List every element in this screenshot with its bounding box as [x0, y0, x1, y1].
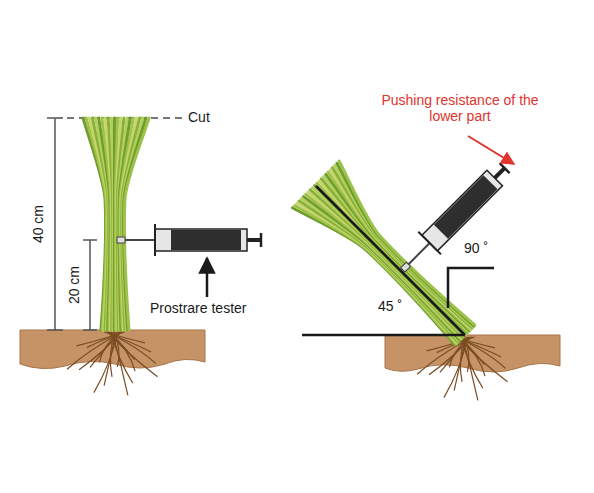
stem [310, 187, 463, 340]
cut-label: Cut [188, 109, 210, 125]
stem [124, 118, 149, 330]
angle-label: 90 ˚ [464, 240, 488, 256]
tilt-line [316, 186, 465, 335]
root [76, 332, 124, 346]
stem [105, 118, 112, 330]
roots [67, 332, 157, 395]
stem [320, 165, 484, 329]
right-angle-mark [448, 268, 494, 308]
angle-label: 45 ˚ [378, 298, 402, 314]
stem [308, 187, 463, 342]
pointer-arrow [206, 258, 209, 297]
dimension-label: 20 cm [66, 266, 82, 304]
tester [117, 224, 261, 256]
left-plant [83, 118, 261, 330]
push-arrow [468, 136, 514, 164]
stem [295, 191, 459, 355]
stem [320, 168, 483, 331]
callout-label: Pushing resistance of the lower part [380, 92, 540, 124]
root [90, 332, 120, 367]
stem [301, 189, 461, 349]
root [67, 332, 122, 369]
dimension-40cm [47, 118, 63, 330]
soil [385, 335, 560, 372]
dimension-20cm [83, 240, 97, 330]
stem [321, 163, 487, 329]
ground-line [302, 334, 465, 337]
stem [108, 118, 113, 330]
right-plant [292, 82, 568, 358]
tester [391, 157, 515, 281]
stem [322, 161, 489, 328]
root [429, 337, 471, 375]
stem [306, 188, 462, 344]
stem [304, 189, 462, 347]
stem [299, 190, 460, 351]
roots [417, 337, 507, 400]
tester-label: Prostrare tester [150, 300, 246, 316]
stem [297, 190, 460, 353]
stem [315, 185, 465, 335]
dimension-label: 40 cm [30, 205, 46, 243]
root [417, 337, 472, 374]
stem [111, 118, 113, 330]
stem [312, 186, 464, 338]
root [79, 332, 121, 370]
